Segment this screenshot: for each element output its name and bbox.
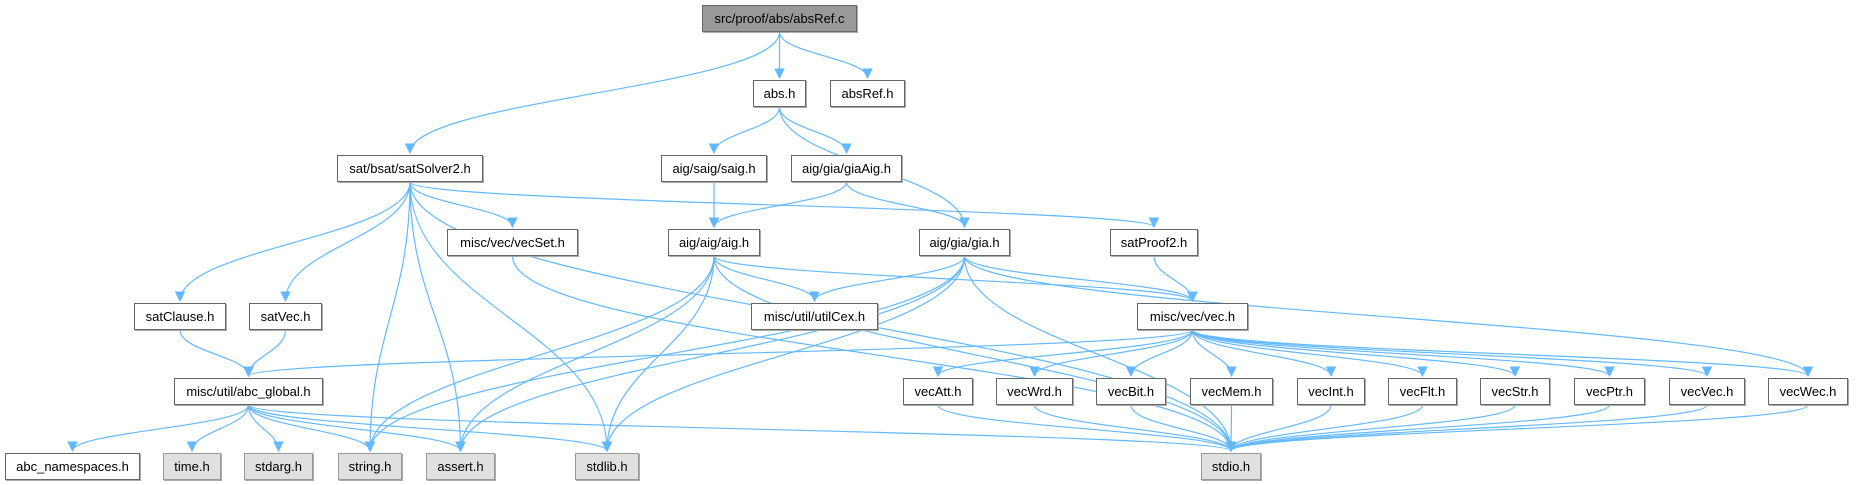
node-vecBit[interactable]: vecBit.h: [1096, 378, 1166, 405]
node-vecInt[interactable]: vecInt.h: [1297, 378, 1365, 405]
edge-vec-to-vecAtt: [932, 329, 1194, 378]
node-vecStr[interactable]: vecStr.h: [1480, 378, 1550, 405]
edge-aig-to-stdio: [713, 255, 1237, 453]
node-vecWec[interactable]: vecWec.h: [1768, 378, 1848, 405]
edge-vecMem-to-stdio: [1225, 404, 1237, 453]
edge-satSolver2-to-assert: [409, 181, 466, 453]
edge-abc_global-to-time: [186, 404, 250, 453]
node-giaAig[interactable]: aig/gia/giaAig.h: [791, 155, 902, 182]
node-satClause[interactable]: satClause.h: [134, 303, 226, 330]
edge-satSolver2-to-vecSet: [409, 181, 518, 229]
edge-abc_global-to-stdarg: [247, 404, 284, 453]
node-vecSet[interactable]: misc/vec/vecSet.h: [447, 229, 578, 256]
edge-aig-to-assert: [455, 255, 715, 453]
node-stdarg[interactable]: stdarg.h: [244, 453, 313, 480]
edge-vec-to-vecWec: [1191, 329, 1814, 378]
edge-satSolver2-to-satClause: [174, 181, 411, 303]
edge-vecSet-to-stdio: [511, 255, 1237, 453]
edge-vec-to-vecPtr: [1191, 329, 1615, 378]
node-string[interactable]: string.h: [338, 453, 402, 480]
node-vecMem[interactable]: vecMem.h: [1190, 378, 1273, 405]
node-vecAtt[interactable]: vecAtt.h: [903, 378, 973, 405]
node-vec[interactable]: misc/vec/vec.h: [1137, 303, 1248, 330]
edge-gia-to-utilCex: [809, 255, 966, 303]
node-gia[interactable]: aig/gia/gia.h: [919, 229, 1010, 256]
edge-abc_global-to-string: [247, 404, 376, 453]
edge-vecFlt-to-stdio: [1225, 404, 1424, 453]
node-saig[interactable]: aig/saig/saig.h: [661, 155, 767, 182]
edge-vec-to-vecWrd: [1029, 329, 1194, 378]
edge-gia-to-stdlib: [601, 255, 966, 453]
node-stdio[interactable]: stdio.h: [1201, 453, 1261, 480]
node-aig[interactable]: aig/aig/aig.h: [668, 229, 760, 256]
edge-vecStr-to-stdio: [1225, 404, 1516, 453]
node-vecPtr[interactable]: vecPtr.h: [1574, 378, 1645, 405]
edge-vec-to-vecBit: [1125, 329, 1194, 378]
edge-vec-to-vecMem: [1191, 329, 1237, 378]
edge-gia-to-vec: [963, 255, 1198, 303]
node-vecWrd[interactable]: vecWrd.h: [996, 378, 1073, 405]
edge-gia-to-stdio: [963, 255, 1237, 453]
edge-aig-to-utilCex: [713, 255, 820, 303]
edge-aig-to-stdlib: [601, 255, 715, 453]
edge-root-to-satSolver2: [404, 31, 781, 155]
edge-satSolver2-to-stdlib: [409, 181, 613, 453]
edge-satVec-to-abc_global: [243, 329, 287, 378]
edge-satProof2-to-vec: [1153, 255, 1198, 303]
edge-gia-to-string: [364, 255, 966, 453]
node-assert[interactable]: assert.h: [426, 453, 495, 480]
edge-abs-to-saig: [708, 106, 781, 155]
edge-vecWec-to-stdio: [1225, 404, 1809, 453]
edge-vecWrd-to-stdio: [1033, 404, 1237, 453]
edge-abs-to-giaAig: [778, 106, 852, 155]
edge-satSolver2-to-string: [364, 181, 411, 453]
node-vecVec[interactable]: vecVec.h: [1669, 378, 1745, 405]
edge-giaAig-to-gia: [845, 181, 970, 229]
edge-satClause-to-abc_global: [179, 329, 254, 378]
edge-abc_global-to-stdio: [247, 404, 1236, 453]
node-time[interactable]: time.h: [163, 453, 221, 480]
edge-vec-to-vecInt: [1191, 329, 1337, 378]
node-abs[interactable]: abs.h: [753, 80, 806, 107]
edge-aig-to-vec: [713, 255, 1198, 303]
node-abc_namespaces[interactable]: abc_namespaces.h: [5, 453, 140, 480]
node-absRef[interactable]: absRef.h: [830, 80, 905, 107]
edge-satSolver2-to-satVec: [280, 181, 411, 303]
edge-abc_global-to-stdlib: [247, 404, 613, 453]
edge-vecVec-to-stdio: [1225, 404, 1708, 453]
edge-gia-to-vecWec: [963, 255, 1814, 378]
node-satVec[interactable]: satVec.h: [249, 303, 322, 330]
edge-vec-to-abc_global: [243, 329, 1194, 378]
node-satSolver2[interactable]: sat/bsat/satSolver2.h: [337, 155, 483, 182]
edge-aig-to-string: [364, 255, 715, 453]
node-vecFlt[interactable]: vecFlt.h: [1388, 378, 1457, 405]
node-root[interactable]: src/proof/abs/absRef.c: [702, 5, 857, 32]
edge-vecPtr-to-stdio: [1225, 404, 1611, 453]
node-abc_global[interactable]: misc/util/abc_global.h: [174, 378, 323, 405]
node-satProof2[interactable]: satProof2.h: [1110, 229, 1198, 256]
edge-giaAig-to-aig: [708, 181, 848, 229]
edge-abc_global-to-abc_namespaces: [67, 404, 250, 453]
edge-vec-to-vecVec: [1191, 329, 1713, 378]
node-utilCex[interactable]: misc/util/utilCex.h: [751, 303, 878, 330]
edge-vec-to-vecStr: [1191, 329, 1521, 378]
edge-vecAtt-to-stdio: [937, 404, 1237, 453]
edge-vec-to-vecFlt: [1191, 329, 1428, 378]
edge-root-to-absRef: [778, 31, 873, 80]
node-stdlib[interactable]: stdlib.h: [575, 453, 639, 480]
edge-abc_global-to-assert: [247, 404, 466, 453]
